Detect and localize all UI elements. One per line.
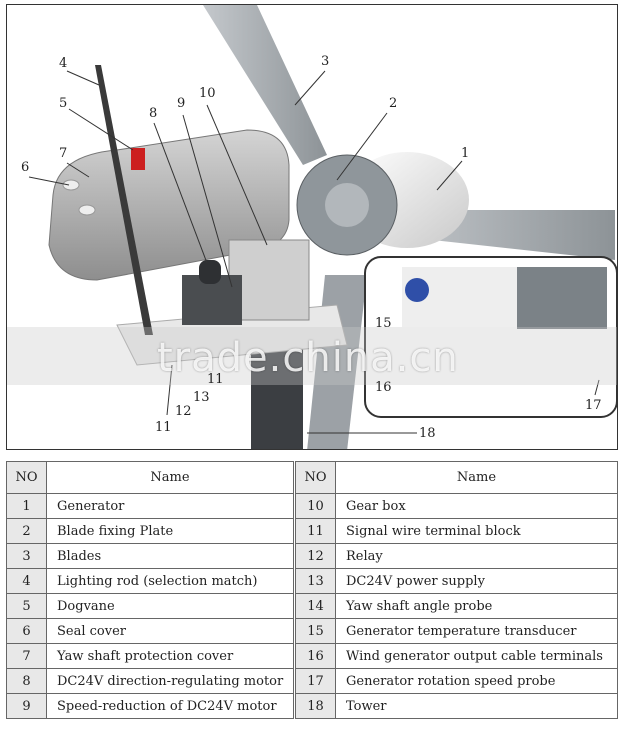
turbine-illustration (7, 5, 617, 449)
header-no: NO (6, 461, 47, 494)
callout-12: 12 (175, 404, 192, 419)
callout-1: 1 (461, 146, 470, 161)
callout-11-alt: 11 (207, 372, 224, 387)
seal-cover (62, 179, 80, 191)
callout-4: 4 (59, 56, 68, 71)
callout-11: 11 (155, 420, 172, 435)
turbine-diagram: 1 2 3 4 5 6 7 8 9 10 11 11 12 13 15 16 1… (6, 4, 618, 450)
dogvane (131, 148, 145, 170)
generator-detail (517, 267, 607, 329)
callout-6: 6 (21, 160, 30, 175)
callout-3: 3 (321, 54, 330, 69)
header-name: Name (335, 461, 618, 494)
lighting-rod (95, 65, 153, 335)
callout-16: 16 (375, 380, 392, 395)
callout-17: 17 (585, 398, 602, 413)
blade-top (203, 5, 327, 165)
callout-5: 5 (59, 96, 68, 111)
table-header-row: NO Name (6, 461, 294, 494)
callout-9: 9 (177, 96, 186, 111)
callout-7: 7 (59, 146, 68, 161)
header-name: Name (46, 461, 294, 494)
table-header-row: NO Name (295, 461, 618, 494)
callout-10: 10 (199, 86, 216, 101)
watermark: trade.china.cn (157, 335, 459, 381)
callout-18: 18 (419, 426, 436, 441)
callout-8: 8 (149, 106, 158, 121)
temperature-transducer (405, 278, 429, 302)
header-no: NO (295, 461, 336, 494)
callout-13: 13 (193, 390, 210, 405)
callout-2: 2 (389, 96, 398, 111)
callout-15: 15 (375, 316, 392, 331)
tower (251, 335, 303, 449)
